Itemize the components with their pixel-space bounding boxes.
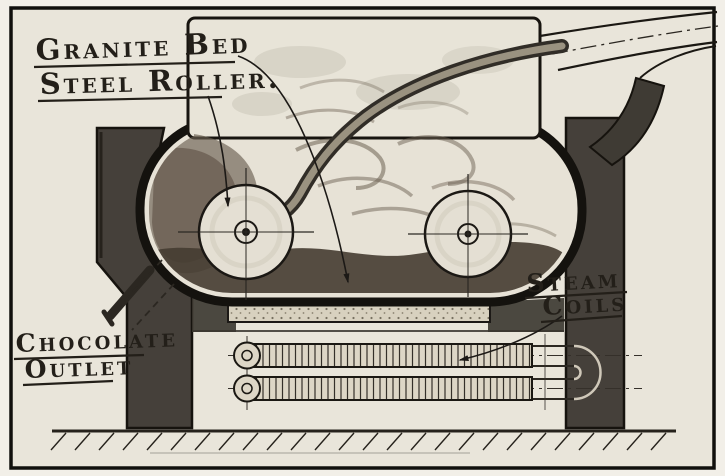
ground-hatch [50, 432, 667, 451]
coil-return-bend [573, 344, 602, 401]
steel-roller-right [408, 174, 528, 297]
underline-steel-roller [37, 95, 223, 103]
top-chute-lines [539, 10, 719, 79]
labels: Granite Bed Steel Roller. Chocolate Outl… [13, 26, 628, 387]
label-chocolate: Chocolate [15, 323, 178, 358]
leader-steel-roller [207, 95, 231, 208]
coil-tube-upper [247, 343, 533, 368]
leader-granite-bed [237, 55, 350, 284]
ground [50, 429, 676, 454]
steam-coils [192, 330, 642, 410]
feed-pipe [249, 39, 569, 235]
underline-outlet [22, 379, 114, 387]
underline-coils [540, 314, 623, 324]
inlet-chute-hook [588, 76, 666, 167]
underline-granite-bed [33, 60, 236, 69]
label-steel-roller: Steel Roller. [39, 61, 281, 101]
coil-end-cap-upper [233, 341, 261, 370]
underline-steam [524, 290, 628, 300]
feed-pipe-highlight [252, 42, 566, 232]
label-outlet: Outlet [24, 351, 134, 384]
coil-end-cap-lower [233, 374, 261, 403]
underline-chocolate [13, 353, 145, 361]
chocolate-outlet-spout [101, 259, 175, 331]
leader-steam-coils [458, 315, 563, 361]
coil-tube-lower [247, 376, 533, 401]
flow-centerline [551, 25, 719, 55]
label-granite-bed: Granite Bed [35, 26, 251, 67]
label-coils: Coils [542, 288, 628, 321]
steel-roller-left [178, 168, 314, 300]
leader-lines [207, 55, 563, 361]
